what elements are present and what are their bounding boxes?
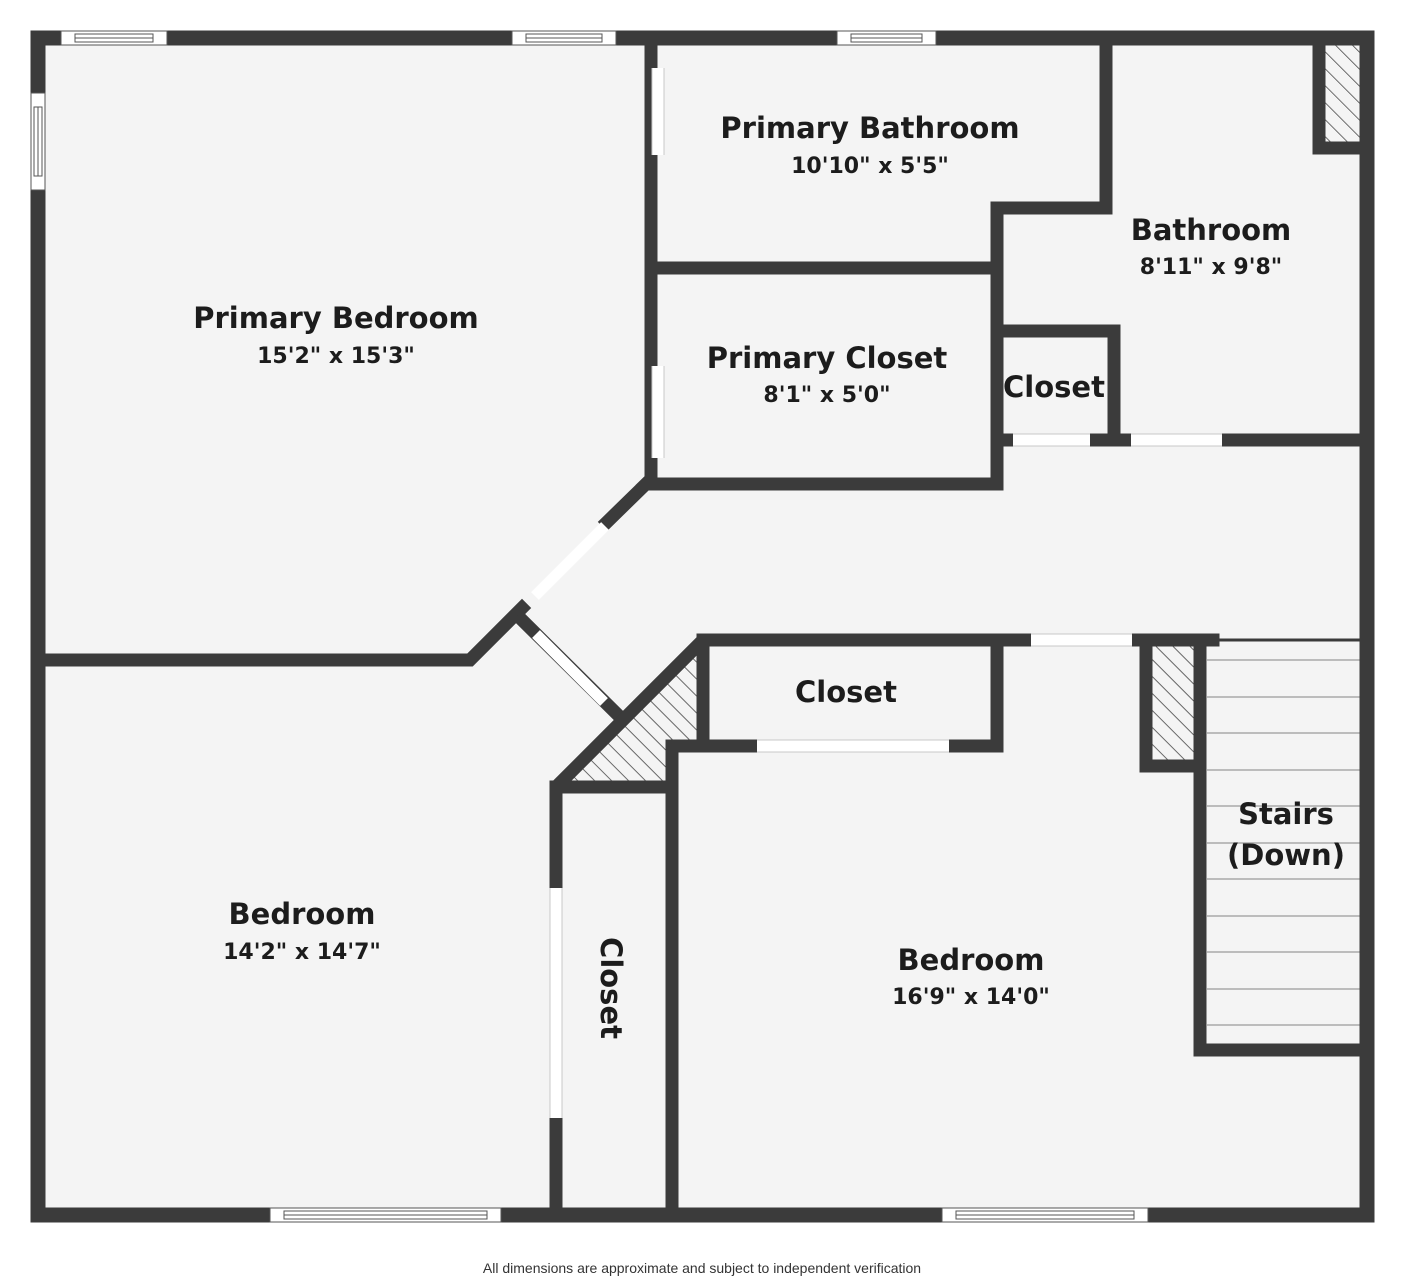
bedroom-right-label: Bedroom (898, 943, 1045, 977)
shaft-top-right (1319, 38, 1367, 148)
bedroom-left-dims: 14'2" x 14'7" (223, 940, 381, 965)
bathroom-dims: 8'11" x 9'8" (1140, 255, 1282, 280)
bedroom-closet-top-label: Closet (795, 675, 897, 709)
stair-treads (1207, 659, 1360, 1026)
primary-bathroom-label: Primary Bathroom (720, 111, 1019, 145)
windows (30, 30, 1149, 1223)
floor-area (38, 38, 1367, 1215)
primary-bedroom-dims: 15'2" x 15'3" (257, 344, 415, 369)
bedroom-right-dims: 16'9" x 14'0" (892, 985, 1050, 1010)
bathroom-label: Bathroom (1131, 213, 1292, 247)
primary-bathroom-dims: 10'10" x 5'5" (791, 154, 949, 179)
shaft-by-stairs (1146, 640, 1200, 766)
primary-closet-label: Primary Closet (707, 341, 948, 375)
primary-closet-dims: 8'1" x 5'0" (763, 383, 890, 408)
stairs-label: Stairs (1238, 797, 1334, 831)
disclaimer-text: All dimensions are approximate and subje… (483, 1260, 921, 1276)
walls (30, 30, 1375, 1223)
door-openings (531, 68, 1222, 1118)
door-edges (549, 68, 1222, 1118)
hall-closet-label: Closet (1003, 370, 1105, 404)
bedroom-closet-side-label: Closet (594, 937, 628, 1039)
bedroom-left-label: Bedroom (229, 897, 376, 931)
primary-bedroom-label: Primary Bedroom (193, 301, 478, 335)
stairs-direction-label: (Down) (1227, 838, 1345, 872)
